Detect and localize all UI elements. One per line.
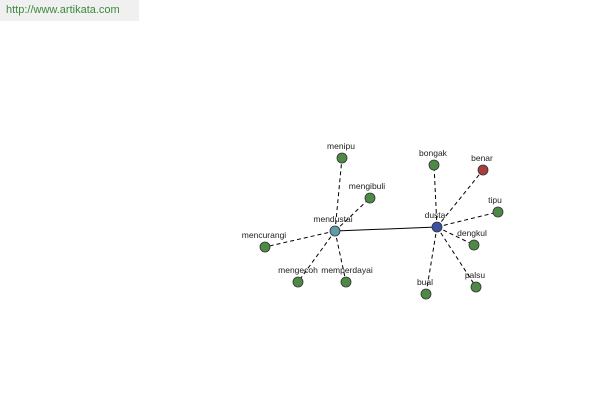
edge-dusta-bongak <box>433 164 438 228</box>
edge-dusta-palsu <box>436 226 477 288</box>
edge-mendustai-dusta <box>334 226 438 232</box>
edge-dusta-benar <box>436 169 484 228</box>
leaf-node-tipu[interactable] <box>492 206 504 218</box>
edge-mendustai-memperdayai <box>334 230 347 283</box>
node-label-menipu[interactable]: menipu <box>327 141 355 151</box>
node-label-dusta[interactable]: dusta <box>425 210 446 220</box>
edge-mendustai-mengibuli <box>334 197 371 232</box>
node-label-mencurangi[interactable]: mencurangi <box>242 230 287 240</box>
node-label-dengkul[interactable]: dengkul <box>457 228 487 238</box>
edge-mendustai-menipu <box>334 157 343 232</box>
leaf-node-benar[interactable] <box>477 164 489 176</box>
node-label-memperdayai[interactable]: memperdayai <box>321 265 373 275</box>
leaf-node-mencurangi[interactable] <box>259 241 271 253</box>
node-label-tipu[interactable]: tipu <box>488 195 502 205</box>
leaf-node-mengecoh[interactable] <box>292 276 304 288</box>
node-label-palsu[interactable]: palsu <box>465 270 486 280</box>
leaf-node-palsu[interactable] <box>470 281 482 293</box>
node-label-bongak[interactable]: bongak <box>419 148 448 158</box>
leaf-node-bual[interactable] <box>420 288 432 300</box>
leaf-node-mengibuli[interactable] <box>364 192 376 204</box>
nodes-layer <box>259 152 504 300</box>
node-label-bual[interactable]: bual <box>417 277 433 287</box>
leaf-node-bongak[interactable] <box>428 159 440 171</box>
edges-layer <box>264 157 499 295</box>
hub-node-mendustai[interactable] <box>329 225 341 237</box>
node-label-mendustai[interactable]: mendustai <box>313 214 352 224</box>
hub-node-dusta[interactable] <box>431 221 443 233</box>
leaf-node-menipu[interactable] <box>336 152 348 164</box>
edge-dusta-tipu <box>436 211 499 228</box>
node-label-mengibuli[interactable]: mengibuli <box>349 181 385 191</box>
node-label-benar[interactable]: benar <box>471 153 493 163</box>
edge-mendustai-mencurangi <box>264 230 336 248</box>
leaf-node-dengkul[interactable] <box>468 239 480 251</box>
site-url[interactable]: http://www.artikata.com <box>6 4 120 16</box>
edge-dusta-bual <box>425 226 438 295</box>
edge-mendustai-mengecoh <box>297 230 336 283</box>
leaf-node-memperdayai[interactable] <box>340 276 352 288</box>
url-bar: http://www.artikata.com <box>0 0 139 21</box>
node-label-mengecoh[interactable]: mengecoh <box>278 265 318 275</box>
